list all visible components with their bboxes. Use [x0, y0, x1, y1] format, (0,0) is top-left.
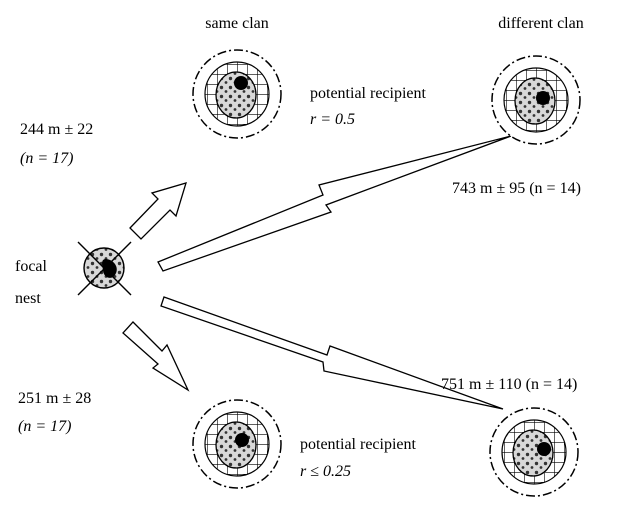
- distance-lower-same: 251 m ± 28: [18, 390, 91, 407]
- arrow-to-upper-same: [129, 182, 187, 240]
- arrow-to-lower-same: [122, 321, 190, 392]
- nest-icon: [489, 407, 579, 497]
- arrow-icon: [122, 135, 512, 410]
- distance-upper-different: 743 m ± 95 (n = 14): [452, 180, 581, 197]
- n-lower-same: (n = 17): [18, 418, 71, 435]
- n-upper-same: (n = 17): [20, 150, 73, 167]
- nest-icon: [192, 399, 282, 489]
- recipient-upper-label: potential recipient: [310, 85, 427, 102]
- focal-label-line2: nest: [15, 290, 41, 307]
- distance-upper-same: 244 m ± 22: [20, 121, 93, 138]
- nest-icon: [192, 49, 282, 139]
- recipient-lower-label: potential recipient: [300, 436, 417, 453]
- recipient-lower-r: r ≤ 0.25: [300, 463, 351, 480]
- nest-icon: [491, 55, 581, 145]
- arrow-to-lower-different: [160, 296, 504, 410]
- distance-lower-different: 751 m ± 110 (n = 14): [441, 376, 577, 393]
- arrow-to-upper-different: [157, 135, 512, 272]
- header-different-clan: different clan: [498, 15, 583, 32]
- header-same-clan: same clan: [205, 15, 269, 32]
- recipient-upper-r: r = 0.5: [310, 111, 355, 128]
- focal-label-line1: focal: [15, 258, 48, 275]
- focal-nest-icon: [77, 241, 132, 296]
